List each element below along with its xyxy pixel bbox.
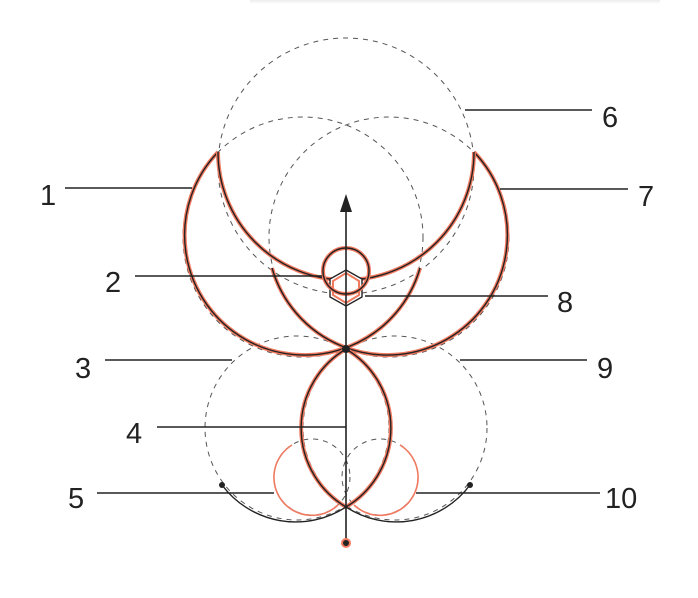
label-2: 2	[105, 267, 121, 299]
left-tail-endpoint	[219, 482, 225, 488]
label-10: 10	[605, 483, 637, 515]
label-8: 8	[557, 287, 573, 319]
tail-left-accent-arc	[273, 444, 339, 517]
axis-base-point	[343, 540, 349, 546]
lens-right-outline	[345, 348, 392, 508]
construction-circle-9	[302, 335, 488, 521]
lens-left-arc	[299, 347, 348, 509]
wings	[182, 150, 510, 358]
center-point	[342, 345, 350, 353]
label-1: 1	[40, 180, 56, 212]
label-5: 5	[68, 483, 84, 515]
lens-left-outline	[300, 348, 347, 508]
label-7: 7	[638, 181, 654, 213]
arrow-up-icon	[340, 194, 352, 212]
callout-labels: 1 2 3 4 5 6 7 8 9 10	[40, 102, 654, 515]
left-wing-outer-outline	[183, 151, 421, 356]
construction-circle-left-wing	[182, 116, 424, 358]
right-wing-outer-outline	[271, 151, 509, 356]
label-9: 9	[597, 353, 613, 385]
top-shadow	[250, 0, 660, 4]
lens-right-arc	[344, 347, 393, 509]
vertical-axis	[340, 194, 352, 548]
tail-left-arc-5	[221, 484, 347, 523]
label-3: 3	[75, 353, 91, 385]
tail	[219, 444, 473, 523]
body-lens-4	[299, 347, 393, 509]
label-4: 4	[126, 418, 142, 450]
label-6: 6	[602, 102, 618, 134]
leader-lines	[65, 109, 628, 494]
construction-circle-small-left	[273, 438, 351, 516]
tail-right-accent-arc	[353, 444, 419, 517]
right-tail-endpoint	[467, 482, 473, 488]
tail-right-arc-10	[345, 484, 471, 523]
